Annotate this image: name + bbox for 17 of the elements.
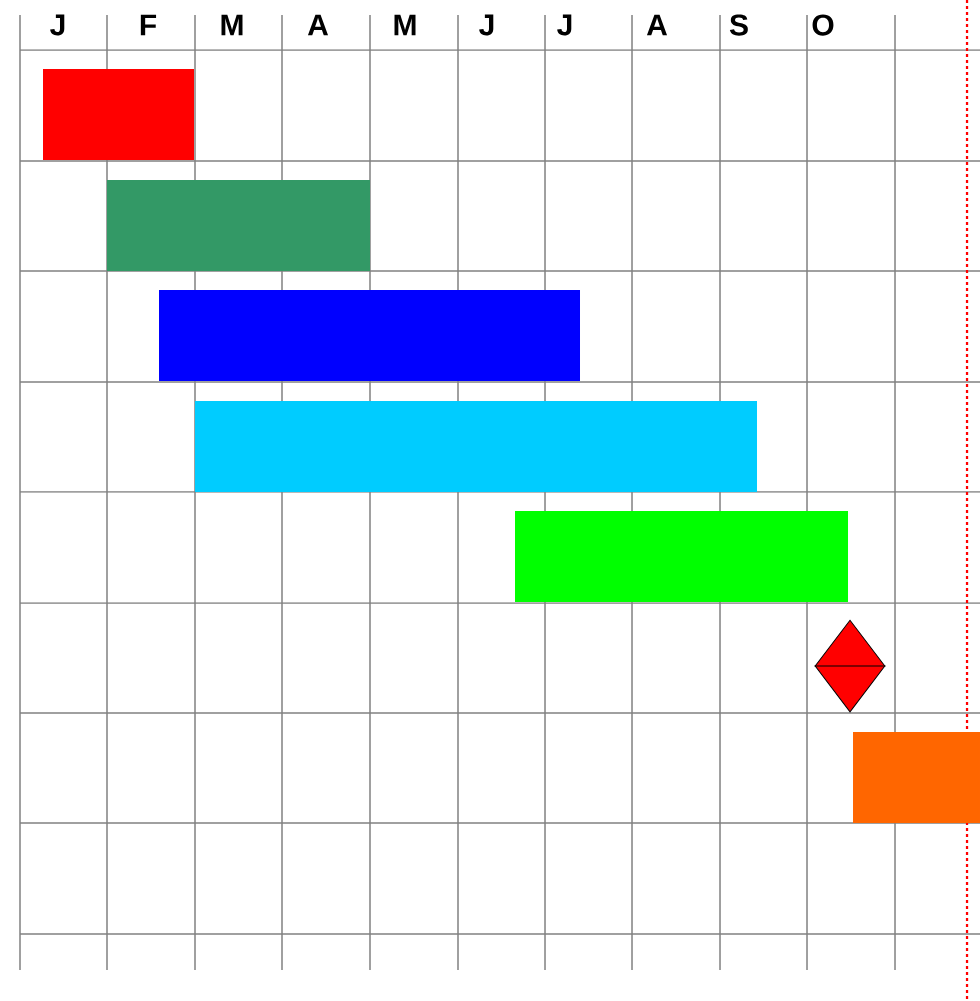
task-bar (43, 69, 194, 160)
month-label: M (394, 14, 416, 36)
month-label: F (140, 14, 157, 36)
task-bar (159, 290, 580, 381)
month-label: J (479, 14, 494, 36)
task-bar (853, 732, 980, 823)
milestone-diamond (814, 619, 886, 713)
task-bar (515, 511, 848, 602)
month-label: J (557, 14, 572, 36)
task-bar (195, 401, 757, 492)
task-bar (107, 180, 370, 271)
month-label: O (812, 14, 834, 36)
month-label: A (646, 14, 668, 36)
month-label: S (729, 14, 748, 36)
month-label: A (307, 14, 329, 36)
month-label: M (221, 14, 243, 36)
month-label: J (50, 14, 65, 36)
